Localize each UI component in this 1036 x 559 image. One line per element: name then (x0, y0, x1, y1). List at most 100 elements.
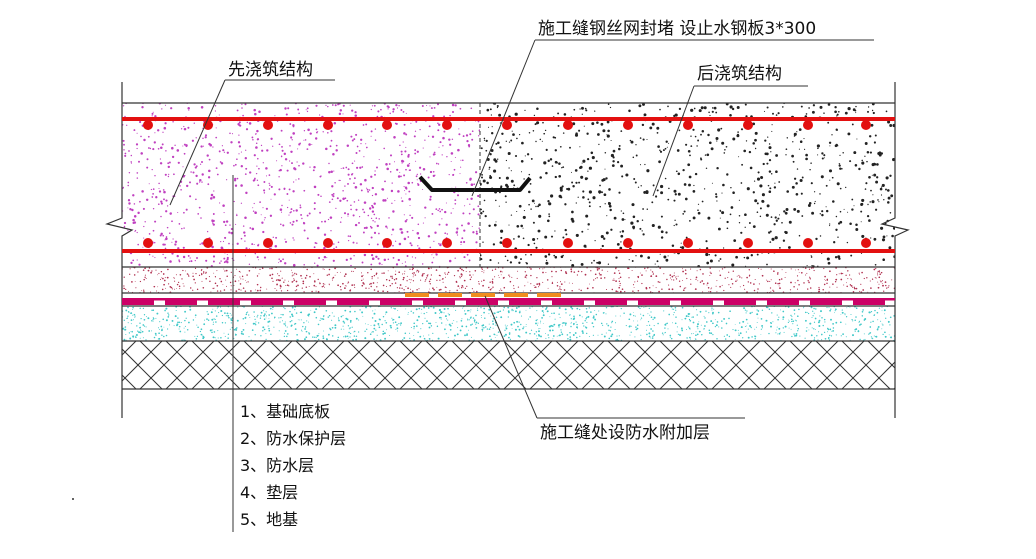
speckle (513, 287, 515, 290)
speckle (643, 307, 645, 308)
speckle (587, 315, 590, 318)
speckle (303, 263, 305, 266)
speckle (178, 259, 180, 261)
speckle (230, 289, 232, 291)
speckle (867, 106, 870, 108)
speckle (504, 255, 507, 258)
speckle (407, 313, 409, 315)
speckle (684, 269, 687, 271)
speckle (148, 183, 150, 185)
speckle (700, 133, 702, 136)
speckle (343, 275, 346, 277)
speckle (714, 254, 717, 257)
speckle (698, 321, 700, 323)
speckle (141, 190, 144, 193)
speckle (392, 318, 395, 321)
speckle (597, 261, 602, 265)
speckle (151, 309, 153, 312)
speckle (847, 278, 849, 280)
speckle (342, 113, 344, 115)
speckle (754, 335, 757, 338)
speckle (283, 306, 285, 309)
speckle (650, 316, 653, 319)
speckle (828, 141, 832, 144)
speckle (869, 332, 871, 334)
speckle (642, 103, 645, 106)
speckle (192, 319, 195, 321)
speckle (631, 260, 634, 262)
speckle (542, 322, 544, 324)
speckle (630, 331, 632, 333)
speckle (645, 286, 648, 289)
speckle (274, 316, 276, 319)
speckle (224, 224, 227, 227)
speckle (744, 288, 746, 290)
speckle (209, 143, 212, 147)
speckle (515, 307, 518, 309)
speckle (202, 334, 204, 336)
speckle (414, 257, 417, 259)
speckle (201, 272, 203, 275)
speckle (866, 214, 870, 218)
speckle (815, 308, 817, 310)
speckle (134, 281, 136, 282)
speckle (497, 262, 500, 264)
speckle (477, 307, 478, 309)
speckle (686, 329, 688, 330)
speckle (682, 268, 684, 270)
speckle (255, 321, 257, 323)
speckle (813, 321, 816, 323)
speckle (412, 280, 415, 282)
speckle (703, 315, 705, 317)
speckle (315, 128, 318, 131)
speckle (613, 216, 617, 220)
speckle (796, 324, 798, 326)
speckle (200, 106, 204, 109)
speckle (858, 167, 861, 171)
speckle (127, 322, 129, 324)
speckle (467, 144, 471, 147)
speckle (810, 334, 813, 337)
speckle (224, 322, 227, 324)
speckle (697, 139, 700, 142)
speckle (881, 183, 885, 187)
speckle (706, 261, 710, 265)
speckle (260, 144, 263, 147)
speckle (481, 270, 483, 273)
speckle (651, 223, 655, 228)
speckle (364, 323, 366, 325)
speckle (714, 319, 716, 321)
speckle (588, 201, 591, 204)
speckle (854, 319, 856, 322)
speckle (768, 143, 771, 145)
speckle (795, 320, 797, 322)
speckle (124, 328, 127, 331)
speckle (403, 214, 405, 216)
speckle (815, 237, 818, 241)
speckle (276, 284, 278, 286)
speckle (870, 287, 872, 289)
speckle (533, 114, 536, 117)
speckle (755, 326, 757, 328)
speckle (803, 282, 805, 284)
speckle (374, 221, 376, 223)
hatch-line (425, 341, 475, 389)
speckle (273, 326, 275, 328)
speckle (416, 173, 418, 176)
speckle (159, 158, 162, 160)
speckle (263, 192, 266, 194)
speckle (404, 270, 406, 272)
speckle (152, 193, 155, 195)
speckle (416, 150, 419, 153)
speckle (218, 262, 221, 264)
speckle (399, 144, 401, 147)
speckle (330, 230, 332, 232)
speckle (248, 314, 250, 316)
speckle (471, 288, 473, 290)
speckle (230, 314, 232, 316)
speckle (286, 206, 289, 209)
speckle (182, 166, 184, 168)
speckle (651, 337, 654, 339)
speckle (317, 193, 320, 196)
speckle (801, 176, 804, 179)
